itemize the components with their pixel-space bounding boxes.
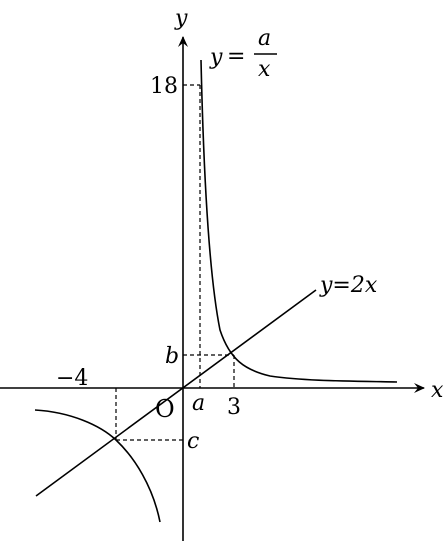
- y-axis-label: y: [174, 6, 188, 31]
- tick-neg4-label: −4: [56, 366, 88, 391]
- x-axis-label: x: [431, 378, 444, 403]
- hyperbola-numerator: a: [258, 26, 271, 51]
- hyperbola-branch-right: [200, 59, 398, 383]
- tick-c-label: c: [187, 429, 199, 454]
- line-equation-label: y=2x: [319, 273, 378, 298]
- origin-label: O: [155, 395, 175, 423]
- hyperbola-lhs: y: [209, 45, 223, 70]
- hyperbola-denominator: x: [258, 57, 271, 82]
- tick-a-label: a: [192, 391, 205, 416]
- tick-3-label: 3: [227, 395, 241, 420]
- tick-18-label: 18: [150, 74, 178, 99]
- hyperbola-branch-left: [34, 409, 161, 523]
- hyperbola-equals: =: [227, 44, 245, 69]
- hyperbola-equation-label: y = a x: [209, 26, 277, 82]
- tick-b-label: b: [165, 344, 179, 369]
- line-y-2x: [35, 289, 317, 497]
